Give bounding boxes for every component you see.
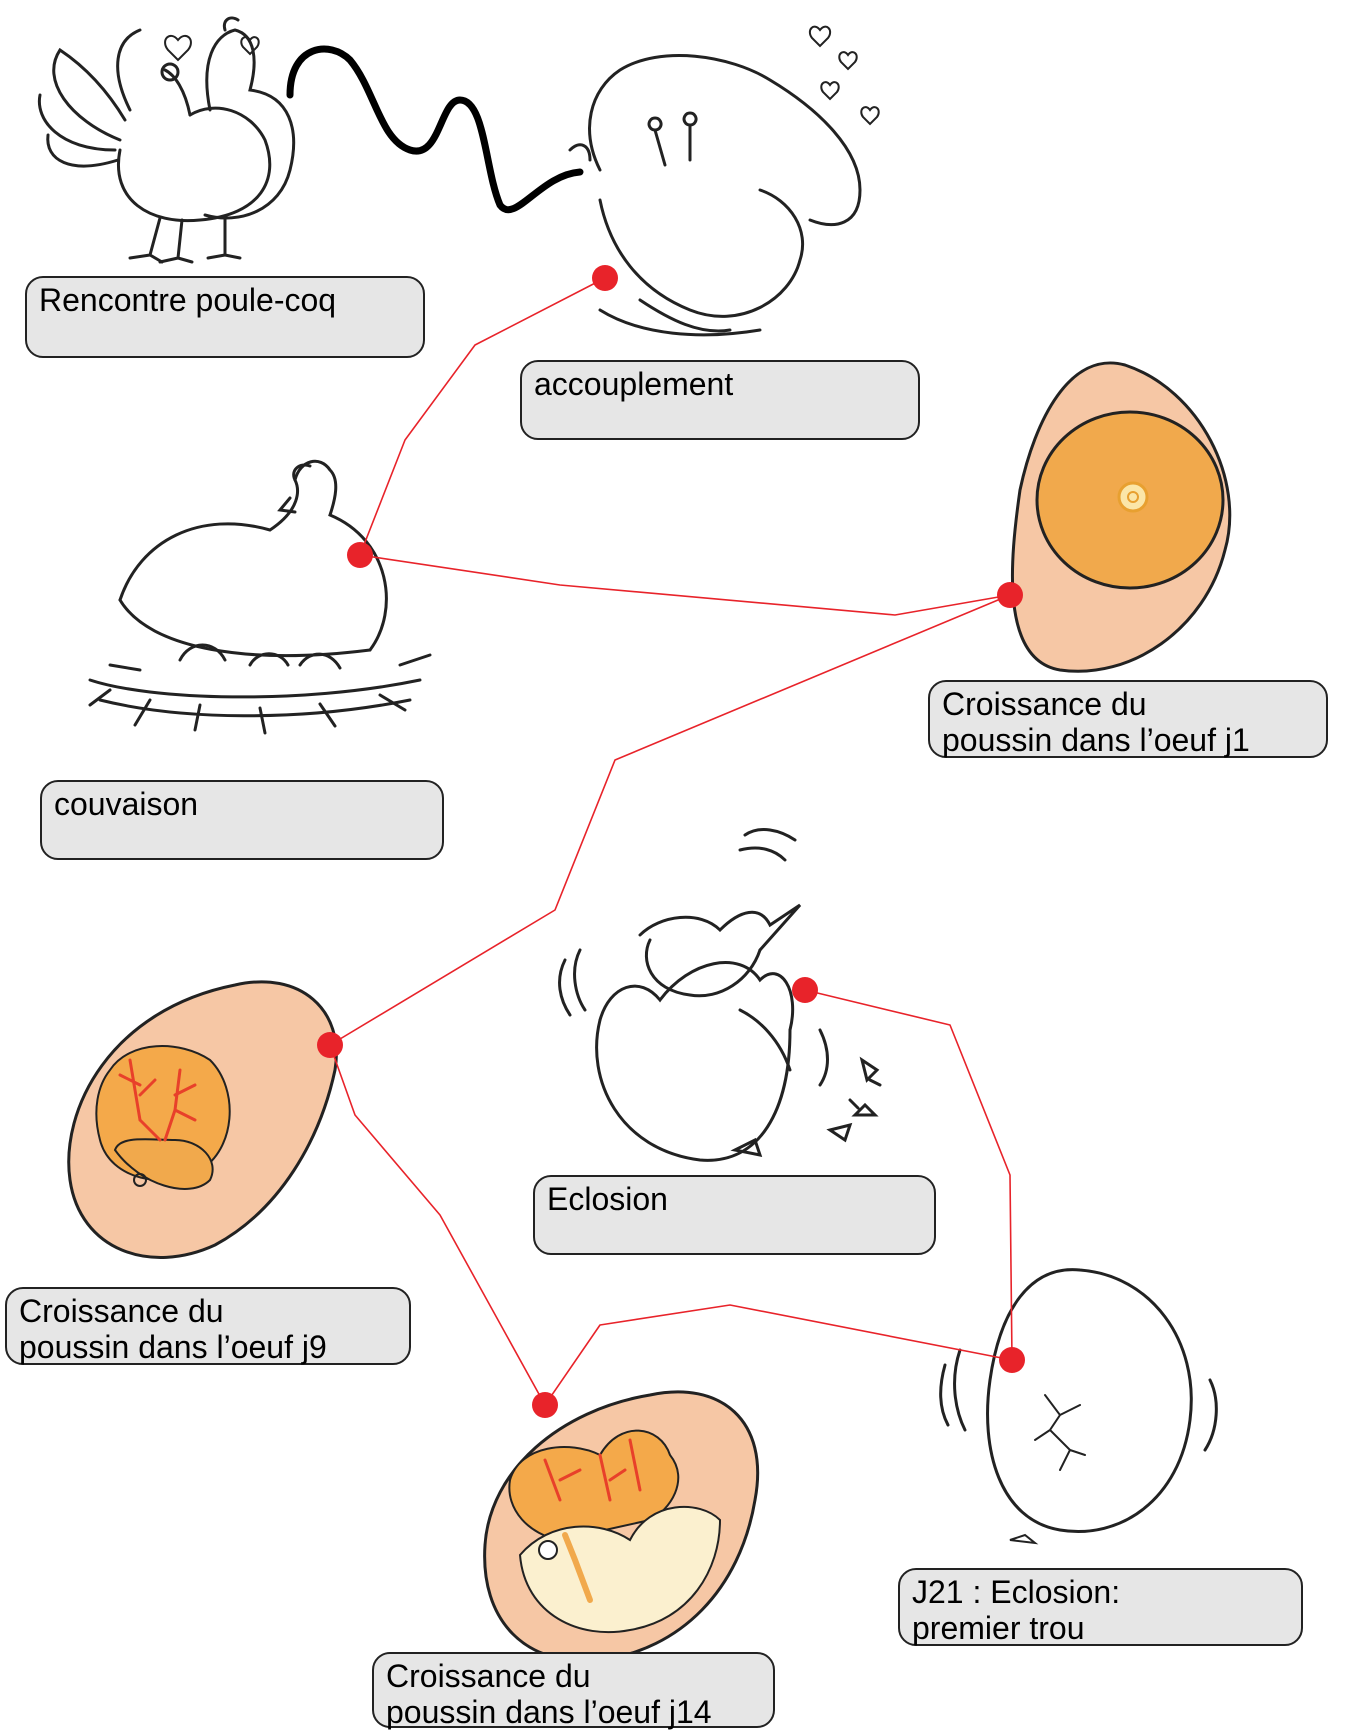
hatching-chick-illustration	[560, 830, 880, 1161]
dot-j14	[532, 1392, 558, 1418]
label-croissance-j14: Croissance du poussin dans l’oeuf j14	[372, 1652, 775, 1728]
dot-eclosion	[792, 977, 818, 1003]
label-eclosion: Eclosion	[533, 1175, 936, 1255]
brooding-hen-illustration	[90, 461, 430, 733]
dot-j21	[999, 1347, 1025, 1373]
egg-day21-crack-illustration	[941, 1270, 1217, 1543]
label-j21-premier-trou: J21 : Eclosion: premier trou	[898, 1568, 1303, 1646]
dot-j9	[317, 1032, 343, 1058]
dot-j1	[997, 582, 1023, 608]
dot-couvaison	[347, 542, 373, 568]
egg-day9-illustration	[69, 982, 337, 1258]
dot-accouplement	[592, 265, 618, 291]
mating-illustration	[570, 27, 879, 335]
rooster-hen-meeting-illustration	[39, 18, 293, 262]
label-rencontre-poule-coq: Rencontre poule-coq	[25, 276, 425, 358]
egg-day14-illustration	[485, 1392, 758, 1661]
label-couvaison: couvaison	[40, 780, 444, 860]
label-accouplement: accouplement	[520, 360, 920, 440]
label-croissance-j1: Croissance du poussin dans l’oeuf j1	[928, 680, 1328, 758]
label-croissance-j9: Croissance du poussin dans l’oeuf j9	[5, 1287, 411, 1365]
connector-squiggle	[290, 49, 580, 210]
egg-day1-illustration	[1012, 363, 1229, 671]
